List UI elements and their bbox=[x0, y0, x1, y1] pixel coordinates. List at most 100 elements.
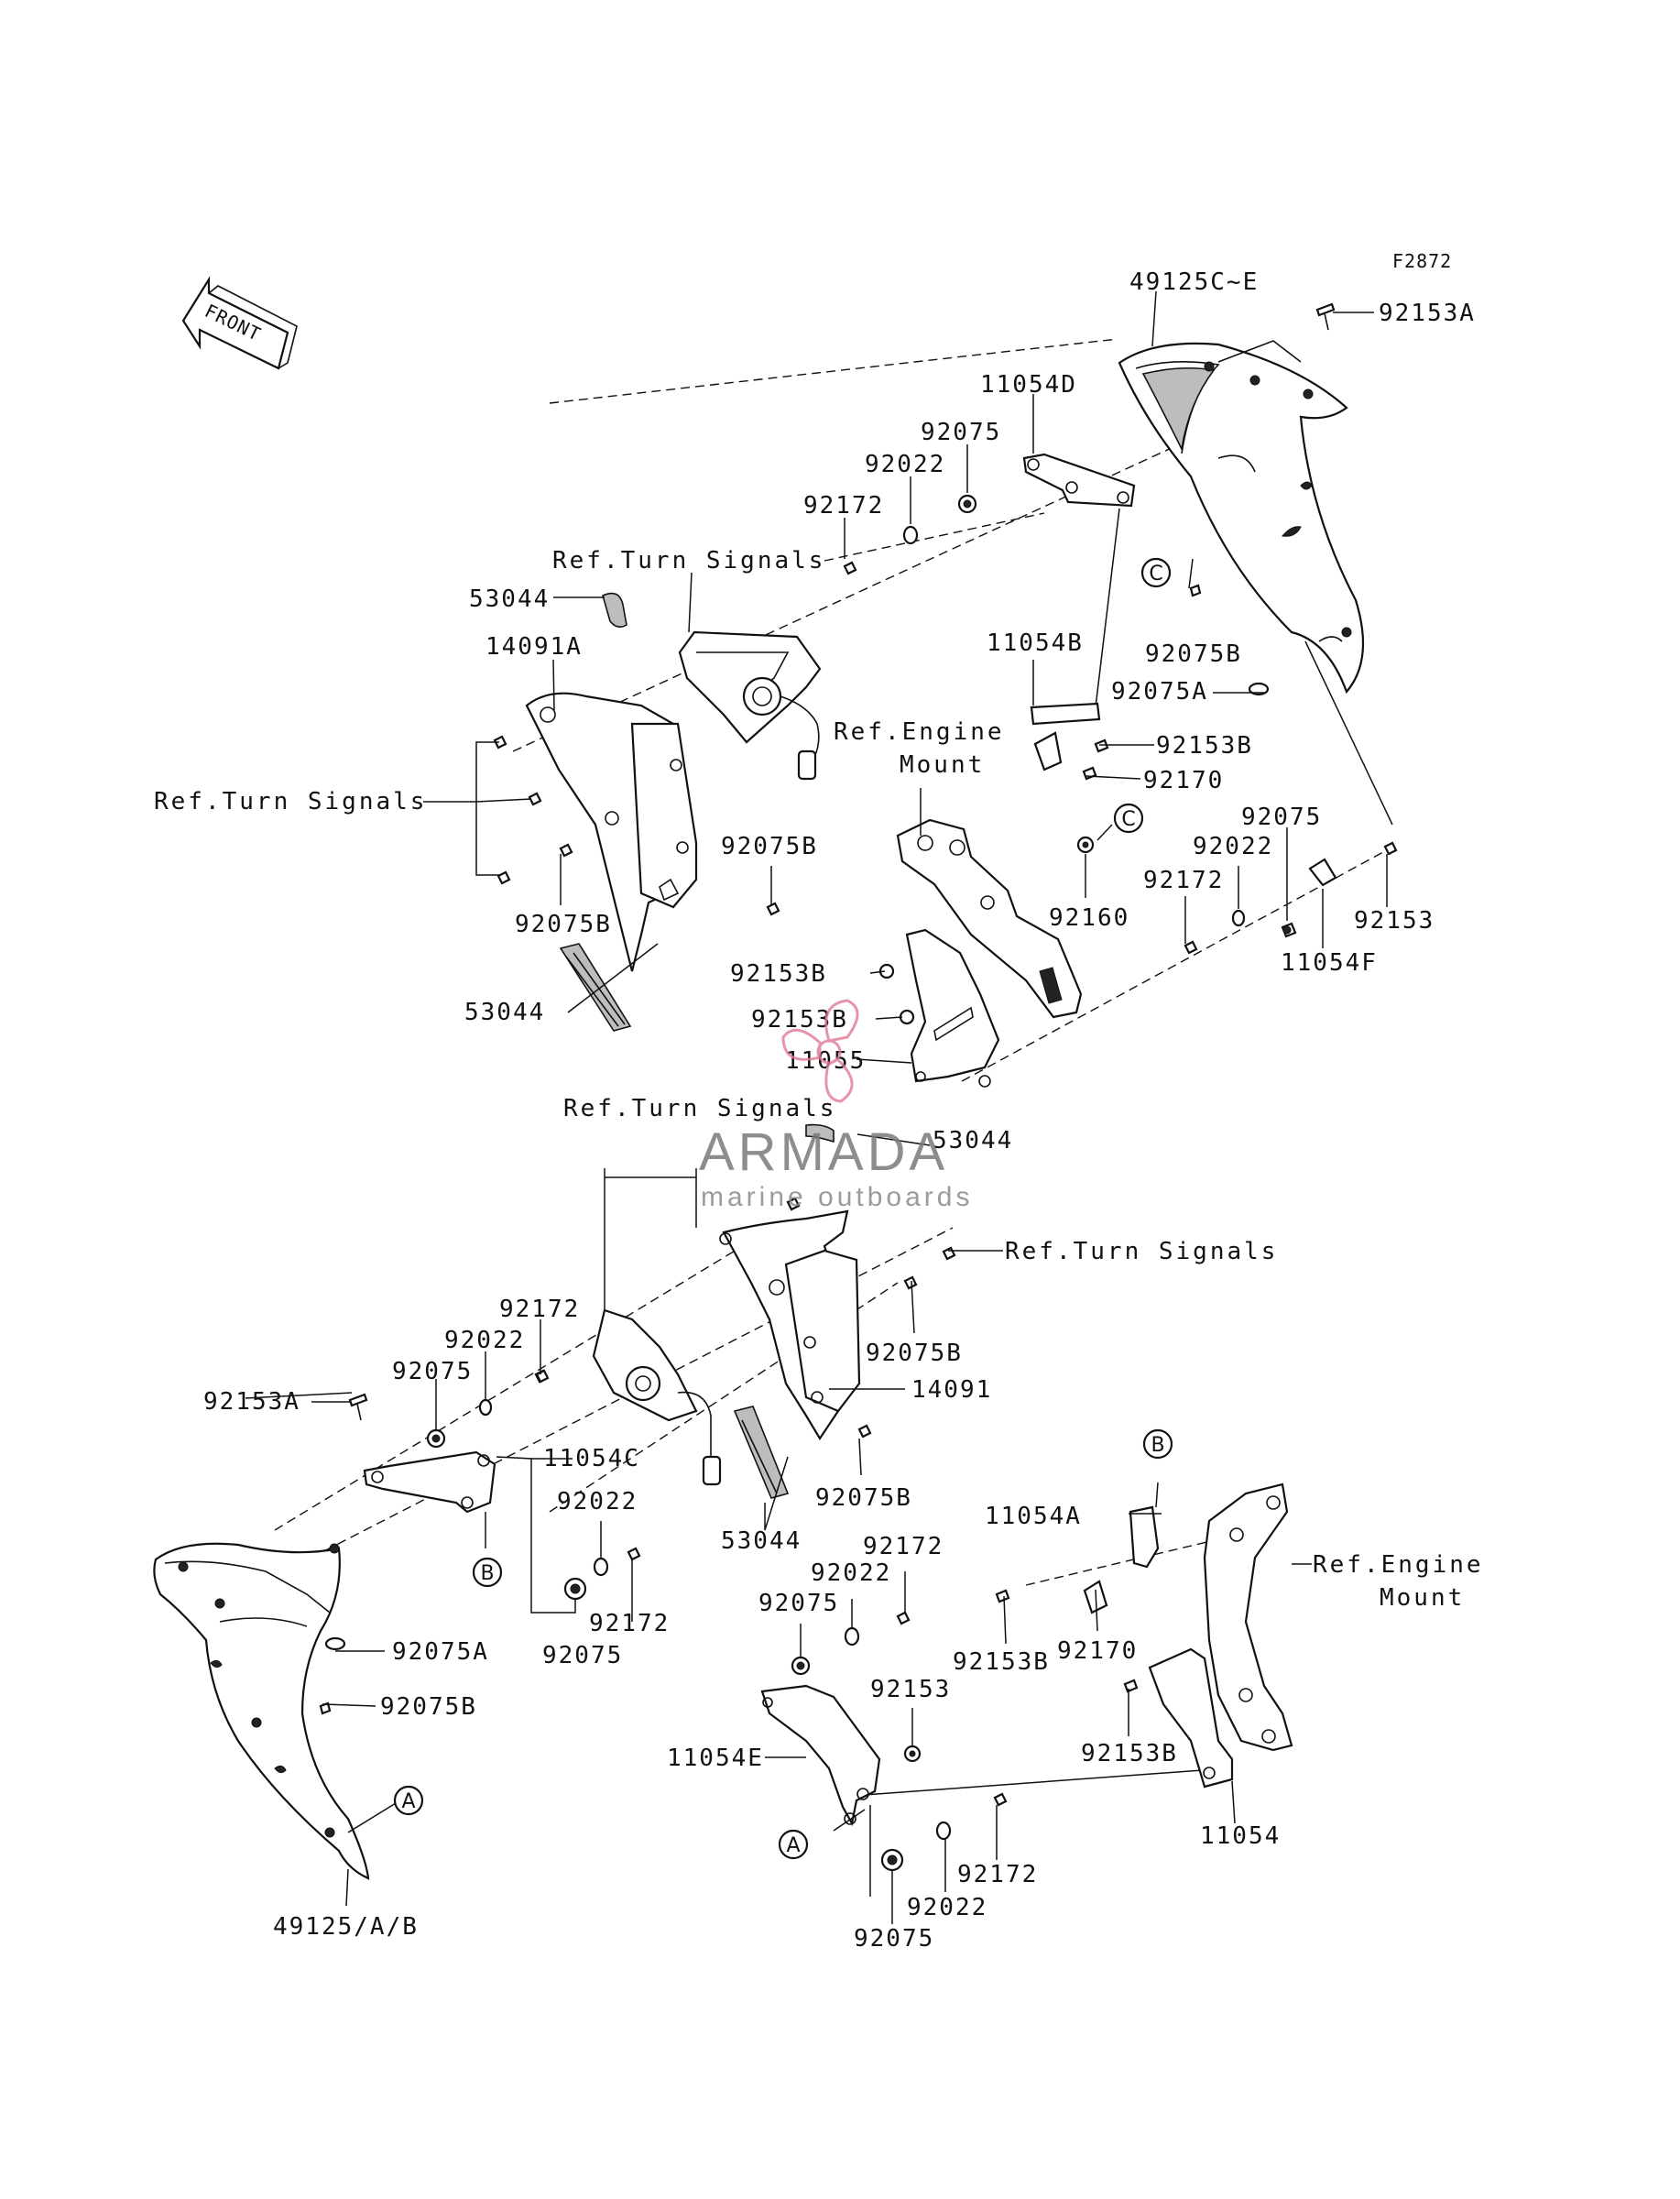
part-labels: 49125C~E 92153A 11054D 92075 92022 92172… bbox=[154, 268, 1484, 1953]
bracket-11054b bbox=[1030, 702, 1109, 781]
label-92153b-a: 92153B bbox=[1156, 732, 1253, 760]
label-ref-turn-1: Ref.Turn Signals bbox=[552, 547, 825, 574]
svg-text:A: A bbox=[786, 1834, 800, 1857]
label-ref-engine-1b: Mount bbox=[900, 751, 985, 779]
label-11054c: 11054C bbox=[543, 1445, 640, 1472]
svg-text:C: C bbox=[1121, 808, 1135, 831]
label-92022-m: 92022 bbox=[444, 1327, 525, 1354]
label-53044-a: 53044 bbox=[469, 585, 550, 613]
callout-c-upper: C bbox=[1140, 557, 1172, 588]
screws-upper-left bbox=[493, 735, 780, 916]
engine-mount-lower bbox=[1203, 1482, 1293, 1752]
hardware-mid-right bbox=[878, 836, 1398, 1025]
label-92075a-l: 92075A bbox=[392, 1638, 489, 1666]
bracket-11054c bbox=[363, 1450, 496, 1514]
label-92172-m: 92172 bbox=[499, 1296, 580, 1323]
label-ref-engine-2a: Ref.Engine bbox=[1313, 1551, 1484, 1579]
label-92170-b: 92170 bbox=[1057, 1637, 1138, 1665]
bracket-11054d bbox=[1022, 453, 1136, 508]
label-92075-b: 92075 bbox=[758, 1590, 839, 1617]
label-92075b-d: 92075B bbox=[866, 1340, 963, 1367]
propeller-icon bbox=[781, 999, 859, 1103]
label-92153-b: 92153 bbox=[870, 1676, 951, 1703]
label-49125ce: 49125C~E bbox=[1129, 268, 1259, 296]
svg-text:C: C bbox=[1149, 563, 1162, 585]
label-11054e: 11054E bbox=[667, 1745, 764, 1772]
upper-cowl-49125ce bbox=[1118, 340, 1365, 695]
svg-text:A: A bbox=[401, 1790, 415, 1813]
label-92160: 92160 bbox=[1049, 904, 1129, 932]
label-ref-turn-2: Ref.Turn Signals bbox=[154, 788, 427, 815]
label-92022-top: 92022 bbox=[865, 451, 945, 478]
label-49125: 49125/A/B bbox=[273, 1913, 419, 1941]
bracket-11055 bbox=[905, 928, 1000, 1088]
label-92075-r: 92075 bbox=[1241, 804, 1322, 831]
label-92022-c: 92022 bbox=[557, 1488, 638, 1515]
label-92153-r: 92153 bbox=[1354, 907, 1435, 935]
label-53044-d: 53044 bbox=[721, 1527, 802, 1555]
label-92075-c: 92075 bbox=[542, 1642, 623, 1669]
callout-a-lower: A bbox=[393, 1785, 424, 1816]
label-ref-turn-4: Ref.Turn Signals bbox=[1005, 1238, 1278, 1265]
inner-panel-14091a bbox=[525, 692, 698, 972]
label-11054: 11054 bbox=[1200, 1822, 1281, 1850]
callout-a-right: A bbox=[778, 1829, 809, 1860]
label-11054f: 11054F bbox=[1281, 949, 1378, 977]
label-14091: 14091 bbox=[911, 1376, 992, 1404]
label-92075-top: 92075 bbox=[921, 419, 1001, 446]
strip-53044-lower bbox=[733, 1406, 790, 1499]
label-11054a: 11054A bbox=[985, 1503, 1082, 1530]
leader-lines bbox=[245, 290, 1388, 1924]
label-ref-turn-3: Ref.Turn Signals bbox=[563, 1095, 836, 1122]
bracket-11054 bbox=[1148, 1647, 1234, 1789]
label-92075b-e: 92075B bbox=[815, 1484, 912, 1512]
watermark-tagline: marine outboards bbox=[701, 1182, 973, 1212]
label-92075b-l: 92075B bbox=[380, 1693, 477, 1721]
hardware-top bbox=[843, 302, 1336, 696]
label-53044-b: 53044 bbox=[464, 999, 545, 1026]
label-92153b-b: 92153B bbox=[730, 960, 827, 988]
label-14091a: 14091A bbox=[485, 633, 583, 661]
turn-signal-lower bbox=[592, 1308, 722, 1486]
hardware-lower-right bbox=[791, 1589, 1139, 1872]
label-92022-r: 92022 bbox=[1193, 833, 1273, 860]
label-92075a-top: 92075A bbox=[1111, 678, 1208, 706]
label-92153a-l: 92153A bbox=[203, 1388, 300, 1416]
label-92153b-d: 92153B bbox=[953, 1648, 1050, 1676]
bracket-11054e bbox=[760, 1684, 881, 1827]
label-92075b-a: 92075B bbox=[721, 833, 818, 860]
strip-53044-upper bbox=[559, 943, 632, 1032]
label-92153b-e: 92153B bbox=[1081, 1740, 1178, 1767]
label-92075-m: 92075 bbox=[392, 1358, 473, 1385]
label-11054d: 11054D bbox=[980, 371, 1077, 399]
label-92075-bb: 92075 bbox=[854, 1925, 934, 1953]
label-92172-b: 92172 bbox=[863, 1533, 944, 1560]
label-92172-top: 92172 bbox=[803, 492, 884, 520]
callout-c-mid: C bbox=[1113, 803, 1144, 834]
label-53044-c: 53044 bbox=[933, 1127, 1013, 1154]
bracket-11054a bbox=[1083, 1505, 1160, 1614]
label-92075b-b: 92075B bbox=[515, 911, 612, 938]
label-11054b: 11054B bbox=[987, 629, 1084, 657]
watermark-brand: ARMADA bbox=[699, 1122, 948, 1182]
label-92172-r: 92172 bbox=[1143, 867, 1224, 894]
engine-mount-upper bbox=[896, 818, 1083, 1019]
watermark-logo: ARMADA marine outboards bbox=[699, 999, 973, 1212]
label-ref-engine-2b: Mount bbox=[1380, 1584, 1465, 1612]
turn-signal-upper bbox=[602, 592, 822, 781]
label-92172-c: 92172 bbox=[589, 1610, 670, 1637]
callout-b-right: B bbox=[1142, 1428, 1173, 1460]
label-ref-engine-1a: Ref.Engine bbox=[834, 718, 1005, 746]
label-92075b-c: 92075B bbox=[1145, 640, 1242, 668]
callout-b-lower: B bbox=[472, 1557, 503, 1588]
front-arrow-icon: FRONT bbox=[181, 276, 298, 370]
label-92022-bb: 92022 bbox=[907, 1894, 987, 1921]
label-92022-b: 92022 bbox=[811, 1559, 891, 1587]
svg-text:B: B bbox=[480, 1562, 494, 1585]
inner-panel-14091 bbox=[719, 1123, 861, 1441]
svg-text:B: B bbox=[1151, 1434, 1164, 1457]
label-92153a-top: 92153A bbox=[1379, 300, 1476, 327]
diagram-code: F2872 bbox=[1392, 250, 1452, 272]
label-92170-top: 92170 bbox=[1143, 767, 1224, 794]
